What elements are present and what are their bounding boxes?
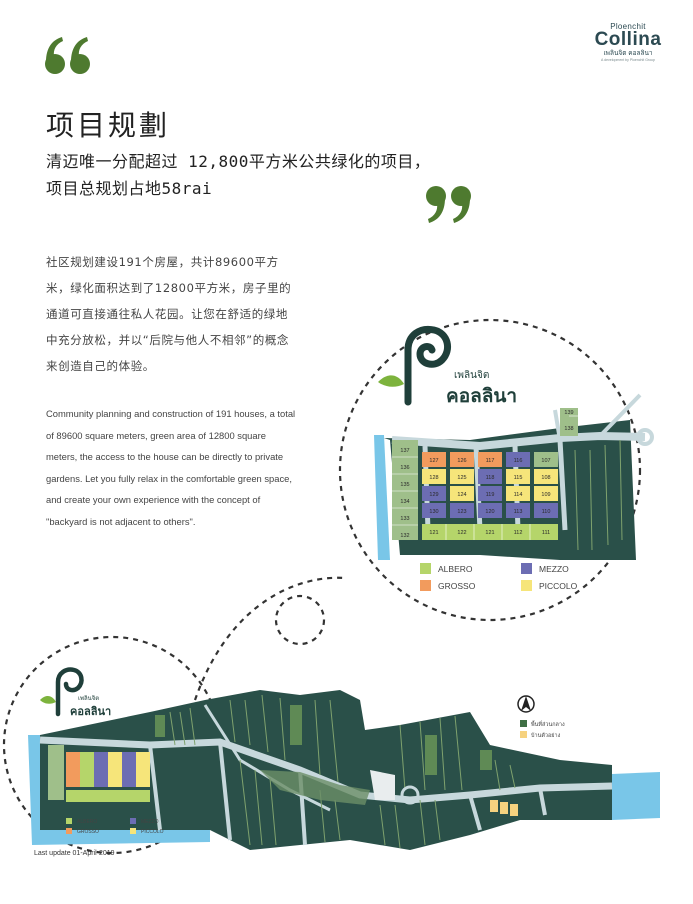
body-text-chinese: 社区规划建设191个房屋，共计89600平方米，绿化面积达到了12800平方米，… xyxy=(46,255,292,373)
plot-label: 111 xyxy=(542,530,550,536)
legend-small-grosso: GROSSO xyxy=(77,829,99,835)
plot-label: 123 xyxy=(457,509,466,515)
plot-label: 136 xyxy=(400,465,409,471)
page-subtitle: 清迈唯一分配超过 12,800平方米公共绿化的项目，项目总规划占地58rai xyxy=(46,152,431,198)
plot-label: 110 xyxy=(542,509,551,515)
plot-label: 126 xyxy=(457,458,466,464)
plot-label: 121 xyxy=(429,530,438,536)
zoomed-site-map xyxy=(374,393,654,560)
plot-label: 113 xyxy=(514,509,523,515)
plot-label: 121 xyxy=(485,530,494,536)
plot-label: 128 xyxy=(429,475,438,481)
brand-thai-text: เพลินจิต คอลลินา xyxy=(603,50,653,57)
last-update-text: Last update 01-April-2019 xyxy=(34,850,115,857)
map-logo-line2: คอลลินา xyxy=(446,386,517,407)
plot-label: 120 xyxy=(485,509,494,515)
plot-label: 114 xyxy=(514,492,523,498)
brand-tagline: A development by Ploenchit Group xyxy=(601,58,655,62)
map-logo-small-line1: เพลินจิต xyxy=(78,695,99,702)
plot-label: 108 xyxy=(541,475,550,481)
map-legend-show-house: บ้านตัวอย่าง xyxy=(531,732,561,739)
close-quote-icon xyxy=(426,186,471,223)
brand-logo: Ploenchit Collina เพลินจิต คอลลินา A dev… xyxy=(588,22,668,62)
legend-albero: ALBERO xyxy=(438,564,473,574)
plot-label: 107 xyxy=(541,458,550,464)
plot-label: 139 xyxy=(564,410,573,416)
page-title: 项目规劃 xyxy=(46,109,171,142)
plot-label: 112 xyxy=(514,530,523,536)
map-logo-small-line2: คอลลินา xyxy=(70,705,111,718)
plot-label: 116 xyxy=(514,458,523,464)
legend-grosso: GROSSO xyxy=(438,581,476,591)
legend-mezzo: MEZZO xyxy=(539,564,569,574)
plot-label: 117 xyxy=(486,458,495,464)
open-quote-icon xyxy=(45,37,90,74)
legend-small-albero: ALBERO xyxy=(77,819,97,825)
plot-label: 130 xyxy=(429,509,438,515)
plot-label: 125 xyxy=(457,475,466,481)
map-logo-small: เพลินจิต คอลลินา xyxy=(40,667,111,718)
legend-small-mezzo: MEZZO xyxy=(141,819,159,825)
map-logo-large: เพลินจิต คอลลินา xyxy=(378,325,517,407)
brand-main-text: Collina xyxy=(594,29,662,50)
plot-label: 118 xyxy=(486,475,495,481)
plot-label: 132 xyxy=(400,533,409,539)
brand-top-text: Ploenchit xyxy=(610,22,646,31)
body-text-english: Community planning and construction of 1… xyxy=(46,408,296,527)
map-legend-common-area: พื้นที่ส่วนกลาง xyxy=(531,720,565,728)
connector-arc xyxy=(193,576,346,701)
legend-small-piccolo: PICCOLO xyxy=(141,829,164,835)
map-logo-line1: เพลินจิต xyxy=(454,370,489,381)
legend-swatch-albero xyxy=(420,563,431,574)
plot-label: 138 xyxy=(564,426,573,432)
plot-label: 109 xyxy=(541,492,550,498)
plot-label: 133 xyxy=(400,516,409,522)
plot-label: 115 xyxy=(514,475,523,481)
plot-label: 135 xyxy=(400,482,409,488)
legend-swatch-grosso xyxy=(420,580,431,591)
north-arrow-icon xyxy=(517,695,535,713)
legend-swatch-mezzo xyxy=(521,563,532,574)
plot-label: 122 xyxy=(457,530,466,536)
plot-label: 119 xyxy=(486,492,495,498)
plot-label: 129 xyxy=(429,492,438,498)
main-site-map xyxy=(28,690,660,850)
legend-swatch-piccolo xyxy=(521,580,532,591)
plot-label: 137 xyxy=(400,448,409,454)
plot-label: 127 xyxy=(429,458,438,464)
plot-label: 134 xyxy=(400,499,409,505)
legend-piccolo: PICCOLO xyxy=(539,581,578,591)
zoom-circle-large xyxy=(338,318,642,622)
plot-label: 124 xyxy=(457,492,466,498)
connector-circle-small xyxy=(274,594,326,646)
